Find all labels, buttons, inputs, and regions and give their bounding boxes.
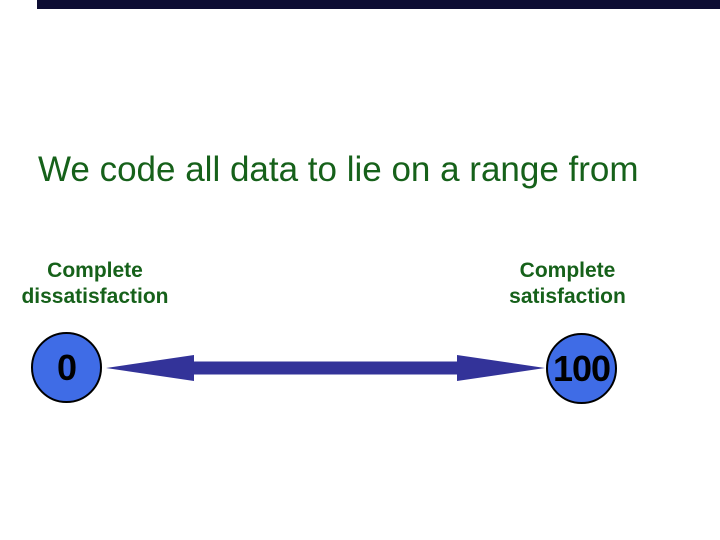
top-border-bar — [37, 0, 720, 9]
right-endpoint-label-line2: satisfaction — [509, 285, 626, 308]
right-endpoint-label-line1: Complete — [519, 259, 616, 282]
max-value: 100 — [552, 347, 611, 389]
slide-title: We code all data to lie on a range from — [38, 150, 639, 189]
left-endpoint-label-line2: dissatisfaction — [21, 285, 169, 308]
right-endpoint-label: Complete satisfaction — [480, 258, 655, 310]
max-value-circle: 100 — [546, 333, 617, 404]
left-endpoint-label: Complete dissatisfaction — [0, 258, 190, 310]
double-arrow-icon — [106, 355, 545, 381]
min-value: 0 — [56, 346, 77, 388]
min-value-circle: 0 — [31, 332, 102, 403]
left-endpoint-label-line1: Complete — [47, 259, 143, 282]
